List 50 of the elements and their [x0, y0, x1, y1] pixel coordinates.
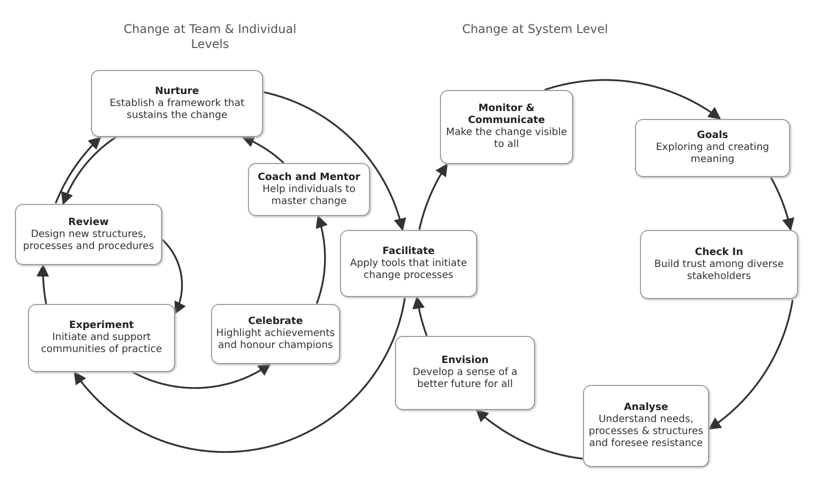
arrow: [770, 176, 794, 231]
step-description: Help individuals to master change: [262, 184, 356, 208]
arrow: [132, 363, 272, 389]
arrow: [241, 135, 284, 164]
arrow: [74, 298, 406, 453]
step-heading: Envision: [440, 355, 490, 367]
process-box: [635, 119, 790, 177]
process-box: [91, 70, 263, 137]
step-heading: Check In: [694, 246, 744, 258]
process-box: [395, 336, 535, 410]
arrow: [316, 215, 328, 304]
process-box: [248, 163, 370, 216]
arrow: [61, 136, 116, 205]
step-description: Establish a framework that sustains the change: [108, 98, 246, 122]
cycle-heading: Change at Team & Individual Levels: [122, 22, 298, 52]
step-heading: Analyse: [622, 402, 670, 414]
step-description: Design new structures, processes and procedures: [22, 228, 155, 252]
step-heading: Experiment: [68, 320, 135, 332]
step-description: Exploring and creating meaning: [654, 142, 770, 166]
step-heading: Celebrate: [247, 316, 304, 328]
arrow: [263, 91, 406, 232]
cycle-heading: Change at System Level: [461, 22, 609, 37]
process-box: [15, 204, 162, 265]
step-heading: Nurture: [154, 86, 200, 98]
process-box: [211, 304, 340, 364]
process-box: [583, 385, 709, 467]
process-box: [640, 230, 798, 299]
step-heading: Goals: [696, 130, 730, 142]
step-description: Highlight achievements and honour champions: [216, 328, 335, 352]
step-heading: Review: [67, 216, 110, 228]
process-box: [340, 230, 477, 297]
step-description: Understand needs, processes & structures and foresee resistance: [588, 414, 704, 450]
process-box: [440, 90, 573, 164]
step-description: Make the change visible to all: [445, 127, 568, 151]
arrow: [544, 79, 721, 120]
arrow: [54, 136, 102, 204]
arrow: [418, 163, 448, 230]
step-heading: Monitor & Communicate: [467, 103, 546, 127]
arrow: [476, 409, 583, 460]
step-description: Apply tools that initiate change processes: [348, 258, 468, 282]
step-heading: Coach and Mentor: [256, 172, 362, 184]
step-description: Develop a sense of a better future for all: [412, 367, 518, 391]
arrow: [708, 300, 794, 430]
process-box: [28, 304, 175, 372]
step-description: Build trust among diverse stakeholders: [653, 258, 785, 282]
arrow: [161, 238, 186, 314]
arrow: [36, 264, 50, 304]
step-heading: Facilitate: [381, 246, 436, 258]
arrow: [412, 296, 428, 336]
step-description: Initiate and support communities of practice: [40, 332, 164, 356]
